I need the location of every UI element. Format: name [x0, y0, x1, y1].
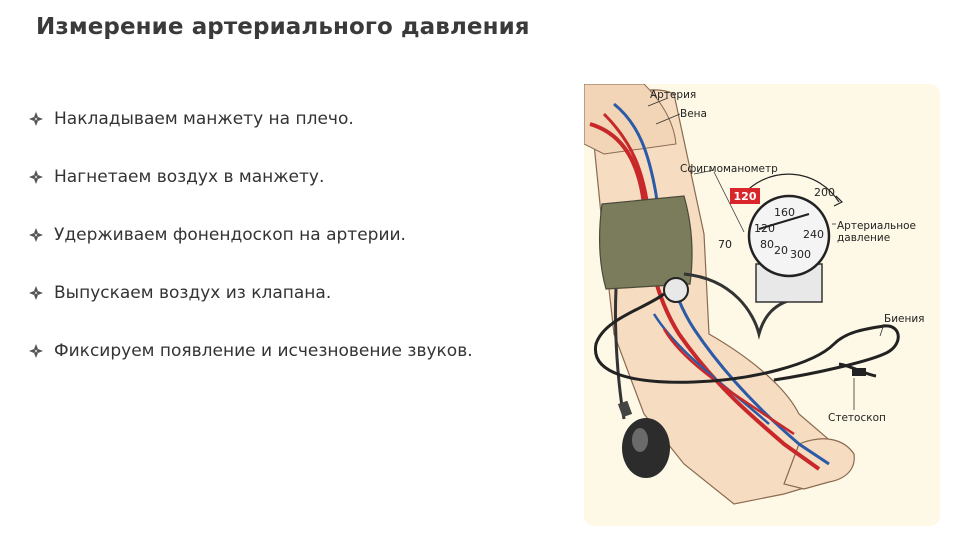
vein-branch	[652, 313, 770, 425]
gauge-tick: 200	[814, 186, 835, 199]
label-beats: Биения	[884, 313, 925, 325]
bullet-text: Выпускаем воздух из клапана.	[54, 283, 332, 303]
list-item: Нагнетаем воздух в манжету.	[28, 148, 473, 206]
blood-pressure-illustration: 120 200 160 240 120 80 70 20 300 Артерия…	[584, 84, 940, 526]
gauge-tube	[683, 272, 795, 340]
diamond-bullet-icon	[28, 343, 54, 359]
leader-line	[647, 97, 669, 107]
stethoscope-tip	[852, 368, 866, 376]
label-vein: Вена	[680, 108, 707, 120]
reading-badge	[730, 188, 760, 204]
bullet-text: Накладываем манжету на плечо.	[54, 109, 354, 129]
gauge-tick: 300	[790, 248, 811, 261]
hand-shape	[783, 438, 855, 490]
diamond-bullet-icon	[28, 285, 54, 301]
gauge-tick: 70	[718, 238, 732, 251]
pump-bulb	[622, 418, 670, 478]
label-stethoscope: Стетоскоп	[828, 412, 886, 424]
illustration-svg: 120 200 160 240 120 80 70 20 300 Артерия…	[584, 84, 925, 505]
leader-line	[655, 113, 681, 125]
artery-line	[589, 122, 821, 471]
cuff-shape	[599, 195, 693, 290]
stethoscope-tube	[594, 292, 900, 384]
diamond-bullet-icon	[28, 227, 54, 243]
gauge-tick: 80	[760, 238, 774, 251]
list-item: Выпускаем воздух из клапана.	[28, 264, 473, 322]
slide-title: Измерение артериального давления	[36, 14, 530, 40]
label-sphygmomanometer: Сфигмоманометр	[680, 163, 778, 175]
list-item: Удерживаем фонендоскоп на артерии.	[28, 206, 473, 264]
bulb-highlight	[632, 428, 648, 452]
bullet-list: Накладываем манжету на плечо. Нагнетаем …	[28, 90, 473, 380]
bullet-text: Нагнетаем воздух в манжету.	[54, 167, 325, 187]
gauge-tick: 20	[774, 244, 788, 257]
gauge-arc	[741, 173, 840, 203]
bulb-valve	[617, 400, 633, 418]
diamond-bullet-icon	[28, 111, 54, 127]
list-item: Накладываем манжету на плечо.	[28, 90, 473, 148]
stethoscope-head	[663, 277, 689, 303]
gauge-tick: 240	[803, 228, 824, 241]
diamond-bullet-icon	[28, 169, 54, 185]
list-item: Фиксируем появление и исчезновение звуко…	[28, 322, 473, 380]
leader-line	[713, 171, 745, 233]
gauge-needle	[758, 213, 810, 230]
gauge-tick: 160	[774, 206, 795, 219]
gauge-arc-arrow	[833, 195, 844, 207]
label-artery: Артерия	[650, 89, 696, 101]
bullet-text: Удерживаем фонендоскоп на артерии.	[54, 225, 406, 245]
label-pressure-2: давление	[837, 232, 890, 244]
gauge-tick: 120	[754, 222, 775, 235]
leader-line	[879, 323, 885, 337]
bullet-text: Фиксируем появление и исчезновение звуко…	[54, 341, 473, 361]
reading-value: 120	[734, 190, 757, 203]
gauge-dial	[747, 194, 831, 278]
leader-line	[693, 169, 715, 175]
label-pressure-1: Артериальное	[837, 220, 916, 232]
